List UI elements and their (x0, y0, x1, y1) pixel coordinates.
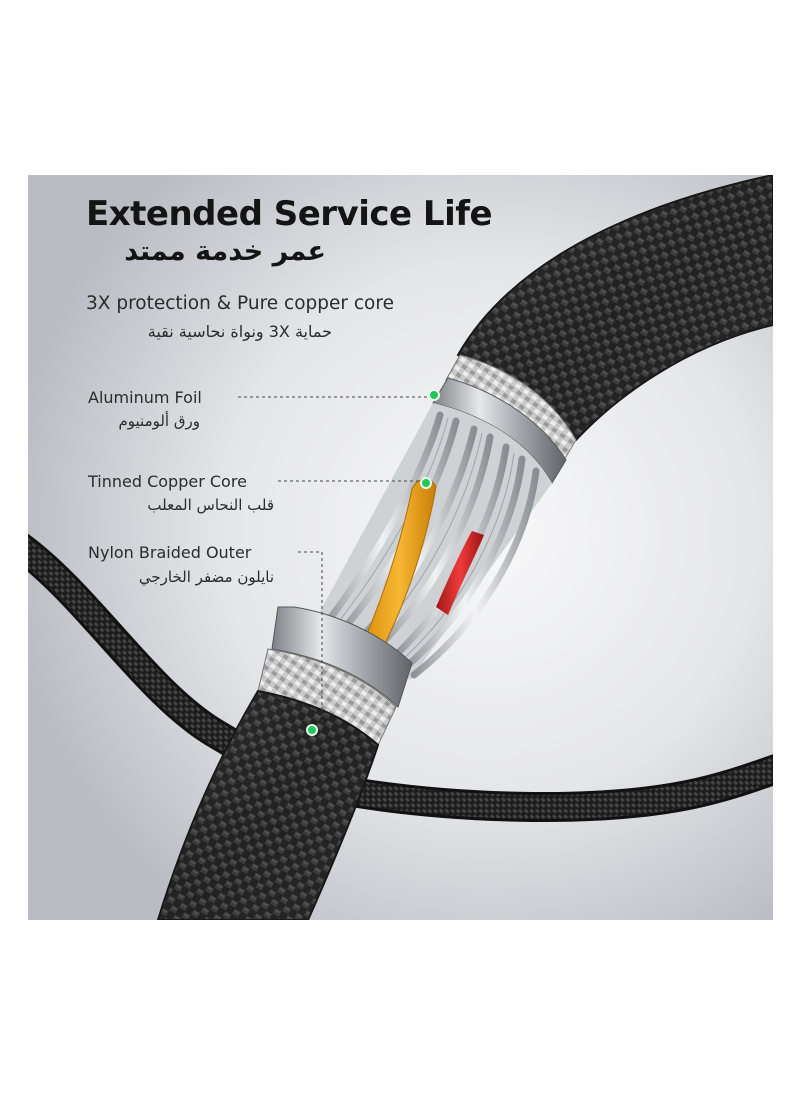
headline-title: Extended Service Life (86, 194, 493, 234)
callout-aluminum-foil: Aluminum Foil (88, 388, 202, 407)
callout-aluminum-foil-arabic: ورق ألومنيوم (118, 412, 200, 430)
callout-markers (306, 389, 440, 736)
headline-title-arabic: عمر خدمة ممتد (124, 236, 326, 267)
callout-nylon-braided-outer: Nylon Braided Outer (88, 543, 252, 562)
marker-aluminum-foil (428, 389, 440, 401)
cable-cutaway-illustration (28, 175, 773, 920)
headline-subtitle: 3X protection & Pure copper core (86, 293, 394, 314)
callout-tinned-copper-core: Tinned Copper Core (88, 472, 247, 491)
marker-copper-core (420, 477, 432, 489)
headline-subtitle-arabic: حماية 3X ونواة نحاسية نقية (147, 322, 332, 341)
marker-nylon-braid (306, 724, 318, 736)
callout-nylon-braided-outer-arabic: نايلون مضفر الخارجي (138, 568, 274, 586)
callout-tinned-copper-core-arabic: قلب النحاس المعلب (147, 496, 274, 514)
